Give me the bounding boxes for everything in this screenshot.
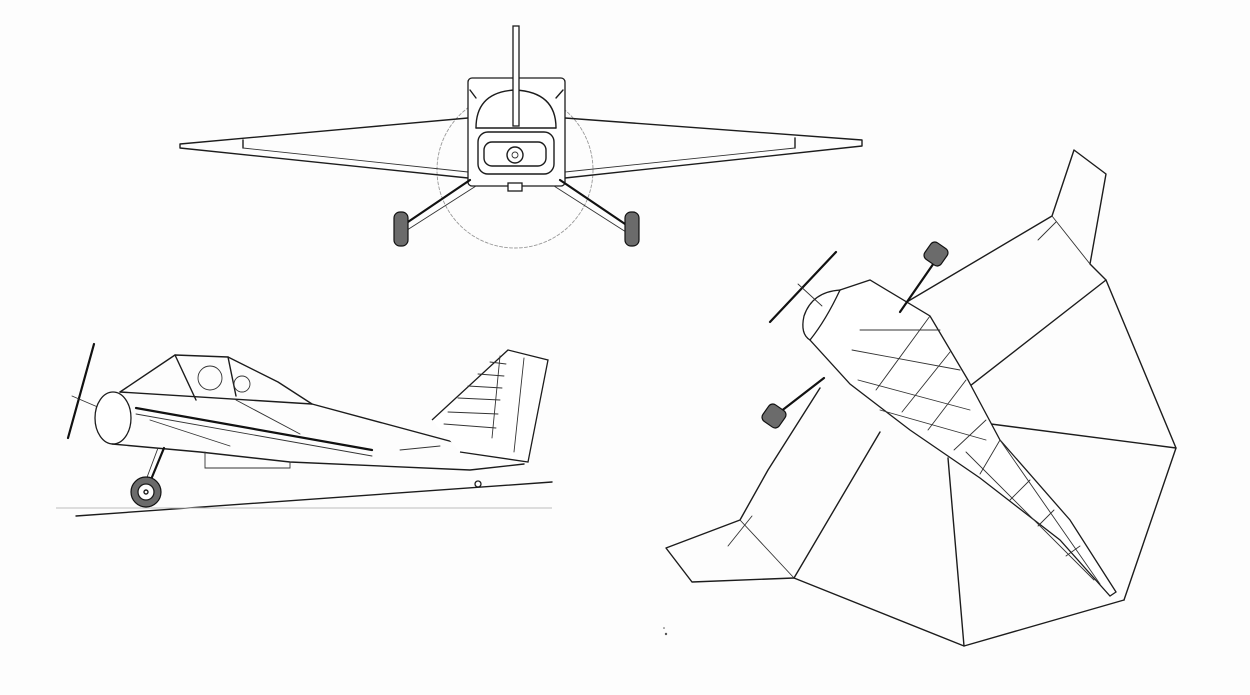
front-landing-gear (393, 178, 640, 247)
front-left-wing (179, 117, 469, 179)
side-nose-cowl (94, 391, 132, 445)
side-fuselage (111, 391, 525, 471)
top-landing-gear (761, 241, 949, 429)
side-view (56, 342, 553, 517)
side-canopy (119, 354, 313, 405)
side-vertical-tail (431, 349, 549, 463)
top-fuselage (809, 279, 1117, 597)
paper-specks (663, 627, 668, 636)
front-view (179, 25, 863, 249)
front-fuselage (467, 77, 566, 192)
top-view (665, 149, 1177, 647)
side-propeller (66, 342, 96, 440)
front-tail-fin (512, 25, 520, 127)
top-nose (768, 250, 842, 341)
side-landing-gear (130, 446, 166, 508)
side-ground-line (75, 481, 553, 517)
side-tail-wheel (474, 480, 482, 488)
front-right-wing (564, 117, 863, 179)
top-right-wing (899, 149, 1177, 601)
top-left-wing (665, 387, 1125, 647)
